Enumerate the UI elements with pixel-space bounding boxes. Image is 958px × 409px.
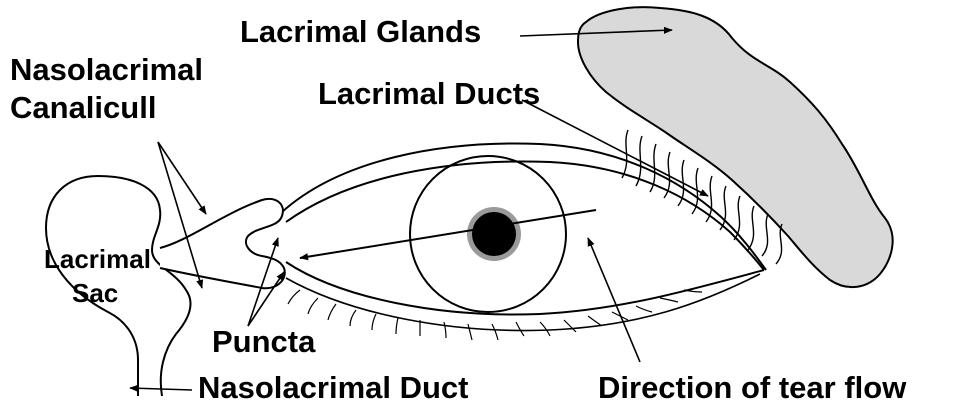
label-nasolacrimal-canaliculi-line2: Canalicull <box>10 90 156 125</box>
eye-opening-upper <box>286 161 764 270</box>
pupil <box>472 212 516 256</box>
upper-eyelid <box>282 144 766 270</box>
label-puncta: Puncta <box>212 324 316 359</box>
label-lacrimal-sac-line1: Lacrimal <box>44 244 151 274</box>
label-lacrimal-sac-line2: Sac <box>72 278 118 308</box>
lower-eyelid <box>286 274 760 331</box>
tear-flow-arrow <box>300 210 596 258</box>
label-direction-of-tear-flow: Direction of tear flow <box>598 370 907 405</box>
label-nasolacrimal-canaliculi-line1: Nasolacrimal <box>10 52 203 87</box>
label-lacrimal-glands: Lacrimal Glands <box>240 14 481 49</box>
label-lacrimal-ducts: Lacrimal Ducts <box>318 76 540 111</box>
lacrimal-gland <box>578 7 893 287</box>
eye-opening-lower <box>286 262 764 315</box>
label-nasolacrimal-duct: Nasolacrimal Duct <box>198 370 469 405</box>
